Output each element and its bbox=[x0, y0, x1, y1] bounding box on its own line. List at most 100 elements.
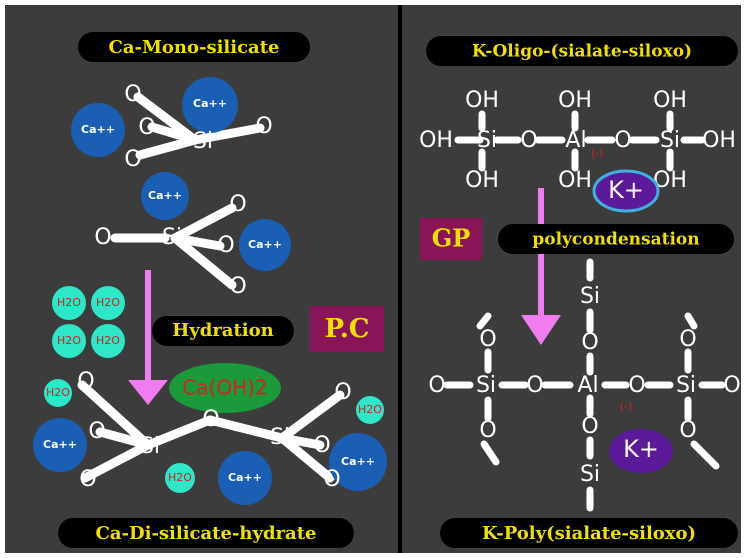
silicon-atom: Si bbox=[580, 462, 600, 487]
left-title-top: Ca-Mono-silicate bbox=[109, 37, 280, 58]
right-title-top: K-Oligo-(sialate-siloxo) bbox=[426, 36, 738, 66]
ca-ion bbox=[141, 172, 189, 220]
oxygen-atom: O bbox=[313, 433, 330, 458]
left-hydration: Hydration bbox=[172, 320, 273, 341]
oxygen-atom: O bbox=[323, 467, 340, 492]
silicon-atom: Si bbox=[270, 425, 290, 450]
hydroxyl-group: OH bbox=[558, 168, 592, 193]
oxygen-atom: O bbox=[581, 414, 598, 439]
oxygen-atom: O bbox=[138, 115, 155, 140]
left-ca-label: Ca++ bbox=[228, 471, 262, 484]
oxygen-atom: O bbox=[581, 330, 598, 355]
oxygen-atom: O bbox=[217, 233, 234, 258]
ca-ion bbox=[218, 451, 272, 505]
h2o-molecule bbox=[356, 396, 384, 424]
silicon-atom: Si bbox=[477, 128, 497, 153]
oxygen-atom: O bbox=[229, 192, 246, 217]
oxygen-atom: O bbox=[255, 114, 272, 139]
k-ion bbox=[592, 169, 660, 213]
right-title-top: K-Oligo-(sialate-siloxo) bbox=[472, 42, 692, 62]
left-h2o-label: H2O bbox=[57, 334, 81, 347]
oxygen-atom: O bbox=[428, 373, 445, 398]
oligo-sialate-siloxo: OH OH OH OH Si O Al O Si OH OH OH OH (-)… bbox=[419, 88, 736, 213]
oxygen-atom: O bbox=[88, 419, 105, 444]
oxygen-atom: O bbox=[79, 467, 96, 492]
oxygen-atom: O bbox=[77, 369, 94, 394]
right-panel bbox=[402, 5, 741, 553]
ca-ion bbox=[329, 433, 387, 491]
left-pc: P.C bbox=[325, 314, 370, 344]
left-h2o-label: H2O bbox=[168, 471, 192, 484]
left-ca-label: Ca++ bbox=[341, 455, 375, 468]
right-title-bottom: K-Poly(sialate-siloxo) bbox=[482, 523, 696, 544]
oxygen-atom: O bbox=[334, 380, 351, 405]
right-k-plus: K+ bbox=[608, 176, 644, 204]
left-ca-label: Ca++ bbox=[193, 97, 227, 110]
polycondensation-label: polycondensation bbox=[498, 224, 734, 254]
silicon-atom: Si bbox=[162, 225, 182, 250]
negative-charge-mark: (-) bbox=[591, 147, 604, 160]
right-title-bottom: K-Poly(sialate-siloxo) bbox=[440, 518, 738, 548]
left-title-bottom: Ca-Di-silicate-hydrate bbox=[96, 523, 317, 544]
hydroxyl-group: OH bbox=[653, 88, 687, 113]
mono-silicate-molecule-1: Ca++ Ca++ O O O Si O bbox=[71, 77, 273, 172]
oxygen-atom: O bbox=[479, 327, 496, 352]
oxygen-atom: O bbox=[479, 418, 496, 443]
right-polycondensation: polycondensation bbox=[532, 230, 699, 250]
h2o-molecule bbox=[91, 324, 125, 358]
left-ca-label: Ca++ bbox=[81, 123, 115, 136]
water-cluster: H2O H2O H2O H2O bbox=[52, 286, 125, 358]
right-k-plus: K+ bbox=[623, 435, 659, 463]
hydroxyl-group: OH bbox=[419, 128, 453, 153]
silicon-atom: Si bbox=[140, 434, 160, 459]
left-h2o-label: H2O bbox=[96, 296, 120, 309]
hydroxyl-group: OH bbox=[558, 88, 592, 113]
poly-sialate-siloxo: Si O O Si O O O O O Si O Al O Si O (-) K… bbox=[428, 258, 741, 512]
ca-ion bbox=[33, 418, 87, 472]
left-ca-label: Ca++ bbox=[248, 238, 282, 251]
left-h2o-label: H2O bbox=[358, 403, 382, 416]
h2o-molecule bbox=[91, 286, 125, 320]
left-h2o-label: H2O bbox=[46, 386, 70, 399]
calcium-hydroxide: Ca(OH)2 bbox=[169, 363, 281, 413]
pc-badge: P.C bbox=[310, 306, 384, 352]
hydroxyl-group: OH bbox=[702, 128, 736, 153]
hydration-arrow bbox=[128, 270, 168, 405]
silicon-atom: Si bbox=[193, 129, 213, 154]
left-ca-label: Ca++ bbox=[148, 189, 182, 202]
hydration-label: Hydration bbox=[152, 316, 294, 346]
oxygen-atom: O bbox=[614, 128, 631, 153]
oxygen-atom: O bbox=[124, 147, 141, 172]
left-h2o-label: H2O bbox=[96, 334, 120, 347]
oxygen-atom: O bbox=[124, 82, 141, 107]
h2o-molecule bbox=[44, 379, 72, 407]
di-silicate-structure: H2O H2O H2O Ca++ Ca++ Ca++ O O O Si O Si… bbox=[33, 369, 387, 505]
mono-silicate-molecule-2: Ca++ Ca++ O Si O O O bbox=[94, 172, 291, 299]
ca-ion bbox=[182, 77, 238, 133]
h2o-molecule bbox=[52, 286, 86, 320]
hydroxyl-group: OH bbox=[465, 168, 499, 193]
right-gp: GP bbox=[432, 224, 471, 253]
polycondensation-arrow bbox=[521, 188, 561, 345]
silicon-atom: Si bbox=[660, 128, 680, 153]
left-title-bottom: Ca-Di-silicate-hydrate bbox=[58, 518, 354, 548]
oxygen-atom: O bbox=[679, 418, 696, 443]
aluminum-atom: Al bbox=[577, 373, 598, 398]
silicon-atom: Si bbox=[476, 373, 496, 398]
k-ion bbox=[609, 429, 673, 473]
aluminum-atom: Al bbox=[565, 128, 586, 153]
h2o-molecule bbox=[165, 463, 195, 493]
oxygen-atom: O bbox=[94, 225, 111, 250]
oxygen-atom: O bbox=[628, 373, 645, 398]
oxygen-atom: O bbox=[202, 407, 219, 432]
oxygen-atom: O bbox=[723, 373, 740, 398]
left-h2o-label: H2O bbox=[57, 296, 81, 309]
gp-badge: GP bbox=[420, 218, 482, 260]
left-caoh2: Ca(OH)2 bbox=[182, 376, 267, 400]
ca-ion bbox=[239, 219, 291, 271]
oxygen-atom: O bbox=[520, 128, 537, 153]
silicon-atom: Si bbox=[676, 373, 696, 398]
oxygen-atom: O bbox=[229, 274, 246, 299]
oxygen-atom: O bbox=[526, 373, 543, 398]
